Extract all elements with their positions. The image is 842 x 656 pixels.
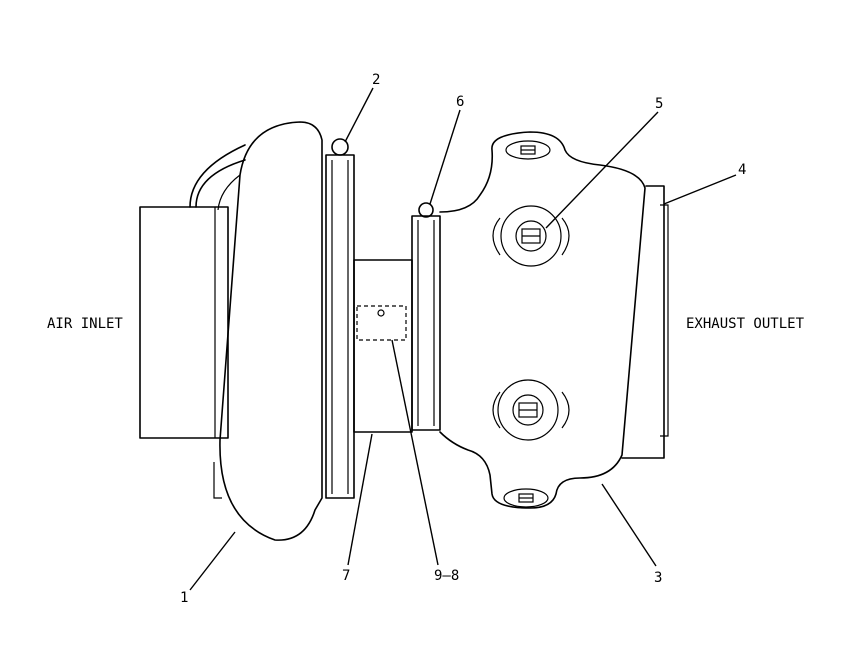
callout-4: 4 bbox=[738, 162, 746, 178]
turbine-clamp bbox=[411, 202, 441, 431]
air-inlet-label: AIR INLET bbox=[47, 316, 123, 332]
turbine-bolt-bosses bbox=[492, 140, 570, 508]
center-housing bbox=[353, 259, 413, 433]
callout-9-8: 9–8 bbox=[434, 568, 459, 584]
callout-2: 2 bbox=[372, 72, 380, 88]
leader-9-8 bbox=[391, 339, 439, 566]
leader-lines bbox=[189, 87, 737, 591]
leader-1 bbox=[189, 531, 236, 591]
exhaust-outlet-label: EXHAUST OUTLET bbox=[686, 316, 805, 332]
leader-7 bbox=[347, 433, 373, 566]
callout-1: 1 bbox=[180, 590, 188, 606]
compressor-clamp bbox=[325, 138, 355, 499]
leader-4 bbox=[663, 174, 737, 205]
turbine-housing bbox=[439, 131, 646, 509]
leader-6 bbox=[429, 109, 461, 205]
leader-2 bbox=[344, 87, 374, 143]
callout-7: 7 bbox=[342, 568, 350, 584]
air-inlet-duct bbox=[139, 206, 229, 439]
exhaust-outlet-flange bbox=[621, 185, 669, 459]
callout-5: 5 bbox=[655, 96, 663, 112]
compressor-housing bbox=[189, 121, 323, 541]
callout-6: 6 bbox=[456, 94, 464, 110]
leader-3 bbox=[601, 483, 657, 567]
leader-5 bbox=[545, 111, 659, 229]
callout-3: 3 bbox=[654, 570, 662, 586]
